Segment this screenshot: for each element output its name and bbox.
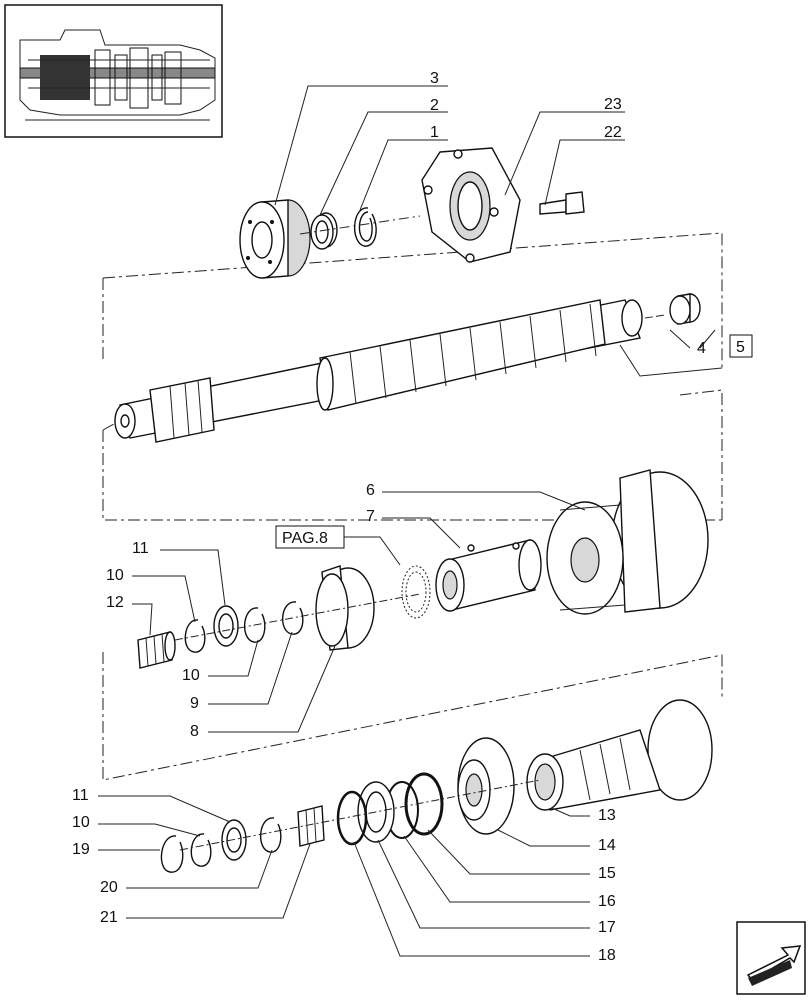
callout-labels: 3 2 1 23 22 4 5 6 7 PAG.8 11 10 12 10 9 … (72, 70, 753, 964)
callout-label: 3 (430, 70, 439, 87)
double-gear-part-6[interactable] (546, 469, 709, 615)
callout-label: 11 (132, 540, 149, 557)
callout-label: 10 (182, 667, 200, 684)
ring-part-18[interactable] (336, 790, 368, 846)
callout-label: 23 (604, 96, 622, 113)
ring-part-2[interactable] (310, 212, 338, 250)
callout-label: 22 (604, 124, 622, 141)
flange-part-23[interactable] (421, 147, 521, 263)
needle-bearing-part-21[interactable] (297, 805, 325, 847)
transmission-section-thumbnail[interactable] (4, 4, 223, 138)
callout-label: 11 (72, 787, 89, 804)
page-reference-label: PAG.8 (282, 530, 328, 547)
callout-label: 2 (430, 97, 439, 114)
gear-part-8[interactable] (315, 565, 375, 651)
bearing-part-3[interactable] (239, 199, 311, 279)
callout-label: 10 (72, 814, 90, 831)
bearing-part-14[interactable] (457, 737, 515, 835)
callout-label: 4 (697, 340, 706, 357)
callout-box-5 (729, 334, 753, 358)
snap-ring-part-10-bottom[interactable] (190, 833, 212, 867)
main-shaft[interactable] (114, 299, 643, 443)
callout-label: 14 (598, 837, 616, 854)
callout-label: 7 (366, 508, 375, 525)
bushing-part-4[interactable] (669, 293, 701, 325)
callout-label: 5 (736, 339, 745, 356)
callout-label: 1 (430, 124, 439, 141)
callout-label: 8 (190, 723, 199, 740)
seal-ring-part-15[interactable] (404, 772, 444, 836)
gear-hub-part-13[interactable] (526, 699, 713, 811)
callout-label: 17 (598, 919, 616, 936)
callout-label: 12 (106, 594, 124, 611)
snap-ring-part-20[interactable] (259, 817, 282, 853)
callout-label: 19 (72, 841, 90, 858)
needle-bearing-part-12[interactable] (137, 631, 176, 669)
callout-label: 21 (100, 909, 118, 926)
ring-part-11-upper[interactable] (213, 605, 239, 647)
callout-label: 13 (598, 807, 616, 824)
callout-label: 9 (190, 695, 199, 712)
snap-ring-part-1[interactable] (353, 207, 377, 247)
snap-ring-part-19[interactable] (160, 835, 184, 873)
bolt-part-22[interactable] (539, 191, 585, 215)
thrust-washer-pag8[interactable] (401, 565, 431, 619)
callout-label: 20 (100, 879, 118, 896)
callout-label: 16 (598, 893, 616, 910)
callout-label: 15 (598, 865, 616, 882)
page-reference-box[interactable] (275, 525, 345, 549)
callout-label: 6 (366, 482, 375, 499)
leader-lines (98, 85, 723, 957)
callout-label: 18 (598, 947, 616, 964)
callout-label: 10 (106, 567, 124, 584)
next-page-arrow-icon[interactable] (736, 921, 806, 995)
sleeve-part-7[interactable] (435, 539, 542, 612)
